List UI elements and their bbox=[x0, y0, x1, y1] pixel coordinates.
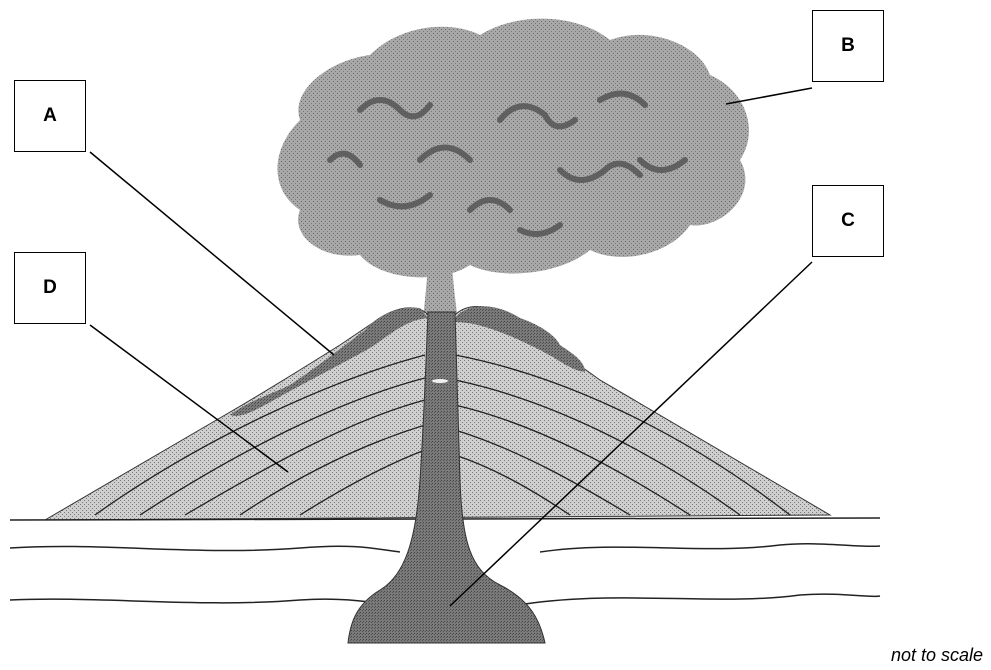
label-d-text: D bbox=[43, 277, 57, 299]
label-d-box: D bbox=[14, 252, 86, 324]
ash-cloud bbox=[278, 19, 749, 320]
label-b-text: B bbox=[841, 35, 855, 57]
label-c-box: C bbox=[812, 185, 884, 257]
label-b-box: B bbox=[812, 10, 884, 82]
label-c-text: C bbox=[841, 210, 855, 232]
label-a-text: A bbox=[43, 105, 57, 127]
label-a-box: A bbox=[14, 80, 86, 152]
scale-caption: not to scale bbox=[891, 645, 983, 666]
